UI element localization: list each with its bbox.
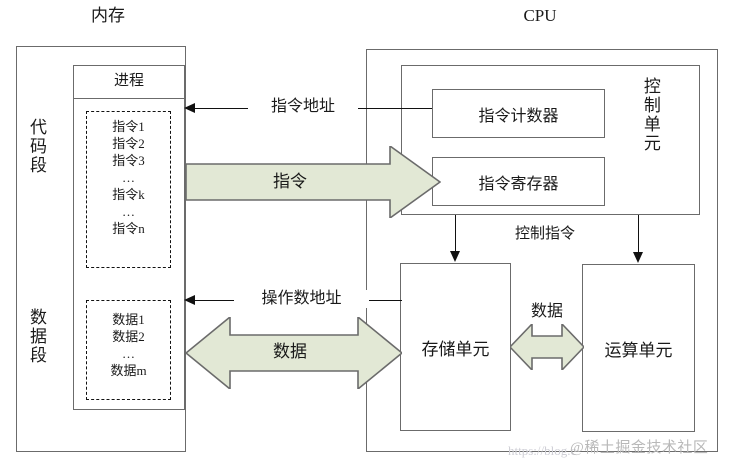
control-unit-label: 控制单元 [640, 77, 660, 153]
watermark-url: https://blog.c [508, 443, 577, 458]
data-internal-block-arrow [510, 324, 584, 370]
instruction-address-label: 指令地址 [248, 98, 358, 116]
control-instruction-label: 控制指令 [514, 226, 575, 242]
memory-box [16, 46, 186, 452]
list-item: 数据1 [112, 312, 145, 327]
data-item-list: 数据1 数据2 … 数据m [86, 311, 171, 379]
list-item: 指令3 [112, 153, 145, 168]
data-segment-label: 数据段 [27, 308, 46, 365]
instruction-address-arrow-icon [184, 103, 195, 113]
list-item: 数据2 [112, 329, 145, 344]
data-bus-block-arrow [186, 317, 402, 389]
compute-unit-label: 运算单元 [604, 340, 673, 360]
watermark-handle: @稀土掘金技术社区 [570, 440, 709, 456]
process-header [73, 65, 185, 99]
list-item: 指令n [112, 221, 145, 236]
code-segment-label: 代码段 [27, 118, 46, 175]
cpu-title: CPU [523, 6, 557, 25]
instruction-counter-box [432, 89, 605, 138]
operand-address-label: 操作数地址 [234, 290, 369, 308]
list-item: 数据m [110, 363, 147, 378]
operand-address-arrow-icon [184, 295, 195, 305]
data-internal-label: 数据 [530, 303, 563, 320]
data-segment-area [86, 300, 171, 400]
instruction-register-label: 指令寄存器 [478, 175, 559, 193]
process-label: 进程 [113, 73, 144, 89]
code-item-list: 指令1 指令2 指令3 … 指令k … 指令n [86, 118, 171, 237]
list-item: 指令2 [112, 136, 145, 151]
control-unit-box [401, 65, 700, 215]
list-item: 指令1 [112, 119, 145, 134]
instruction-arrow-label: 指令 [273, 172, 307, 191]
control-arrow-compute-icon [633, 252, 643, 263]
cpu-box [366, 49, 718, 452]
code-segment-area [86, 111, 171, 268]
instruction-counter-label: 指令计数器 [478, 107, 559, 125]
data-bus-label: 数据 [273, 342, 307, 361]
memory-title: 内存 [91, 6, 125, 25]
control-arrow-storage-icon [450, 251, 460, 262]
list-item: … [122, 170, 135, 185]
list-item: … [122, 346, 135, 361]
control-line-to-compute [638, 215, 639, 253]
instruction-block-arrow [186, 146, 441, 218]
list-item: 指令k [112, 187, 145, 202]
storage-unit-label: 存储单元 [421, 339, 490, 359]
control-line-to-storage [455, 215, 456, 252]
list-item: … [122, 204, 135, 219]
